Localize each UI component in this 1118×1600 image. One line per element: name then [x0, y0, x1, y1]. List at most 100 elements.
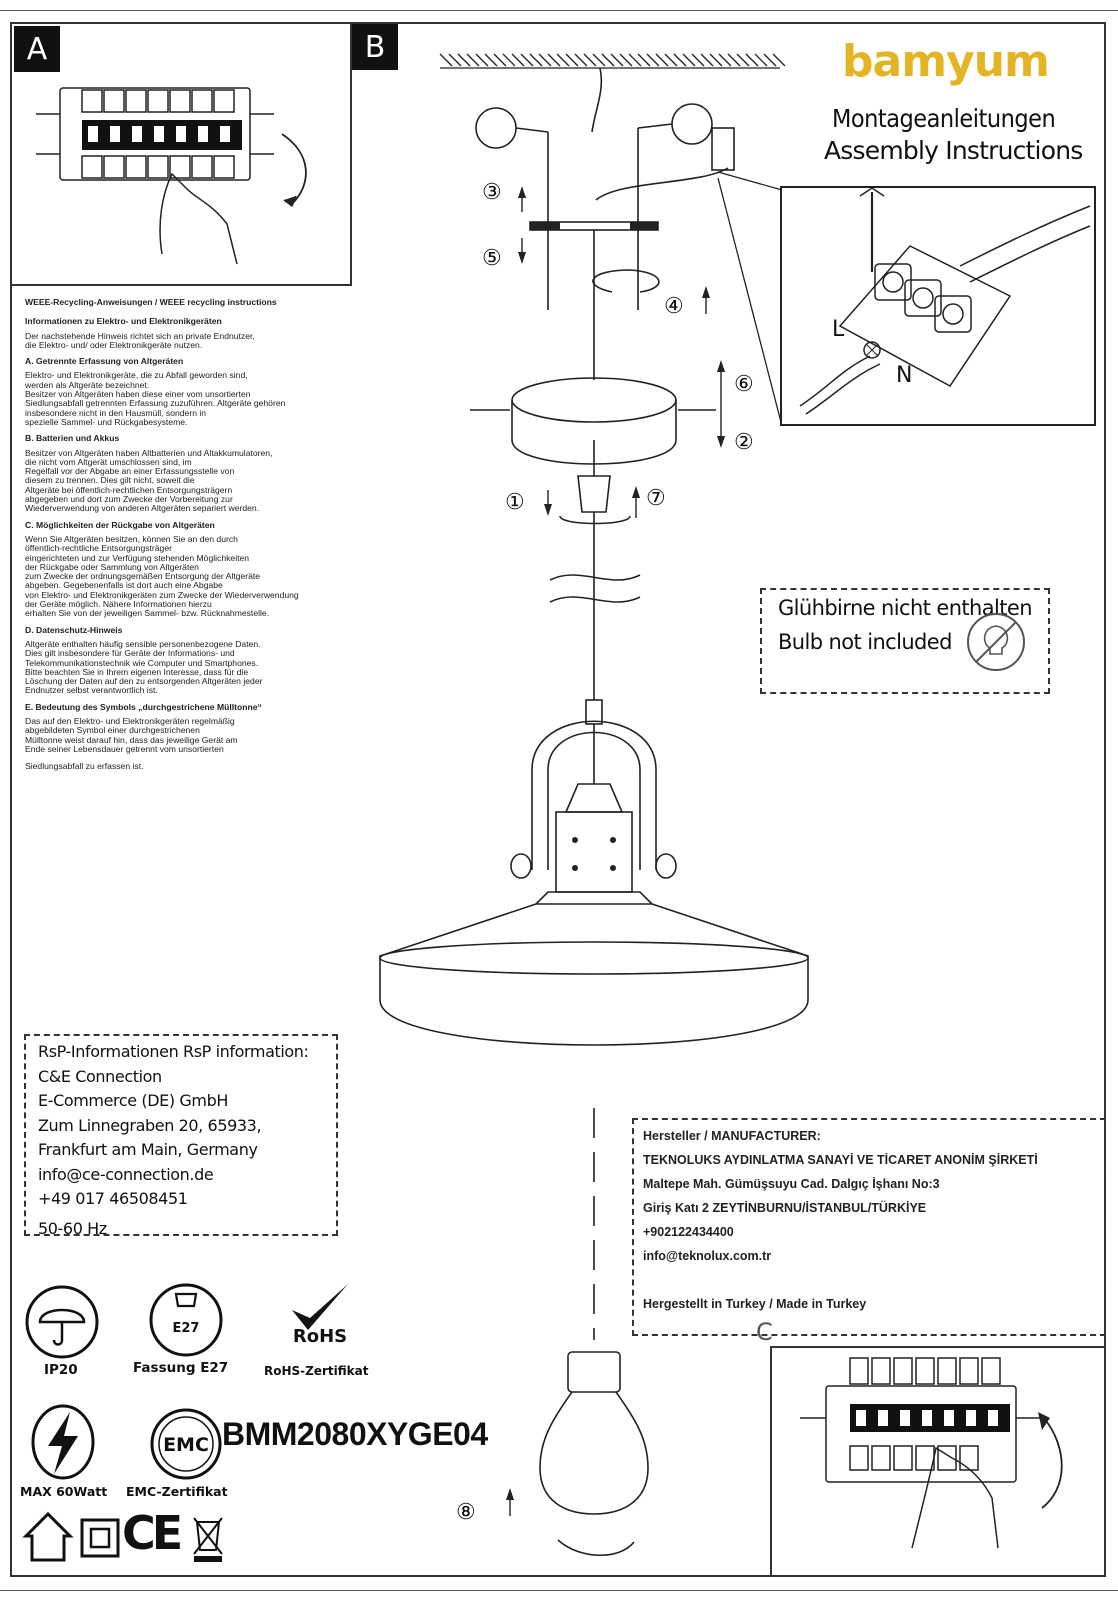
- wiring-terminal-detail: L N: [780, 186, 1096, 426]
- indoor-house-icon: [22, 1511, 74, 1562]
- rsp-info-box: RsP-Informationen RsP information: C&E C…: [24, 1034, 338, 1238]
- step-4-label: ④: [664, 294, 684, 319]
- rohs-label: RoHS-Zertifikat: [264, 1364, 369, 1378]
- rohs-check-icon: RoHS: [292, 1284, 348, 1344]
- rsp-line-4: Zum Linnegraben 20, 65933,: [38, 1115, 262, 1135]
- hatch-stroke: [529, 53, 543, 67]
- emc-label: EMC-Zertifikat: [126, 1484, 228, 1499]
- hatch-stroke: [664, 53, 678, 67]
- step-1-label: ①: [505, 490, 525, 515]
- hatch-stroke: [673, 53, 687, 67]
- emc-icon: EMC: [150, 1408, 222, 1480]
- e27-inner-text: E27: [173, 1321, 200, 1336]
- weee-heading-a: A. Getrennte Erfassung von Altgeräten: [25, 356, 184, 367]
- bulb-notice-german: Glühbirne nicht enthalten: [778, 596, 1033, 620]
- hatch-stroke: [565, 53, 579, 67]
- weee-title: WEEE-Recycling-Anweisungen / WEEE recycl…: [25, 297, 277, 307]
- hatch-stroke: [592, 53, 606, 67]
- panel-b-letter: B: [352, 24, 398, 70]
- step-3-label: ③: [482, 180, 502, 205]
- hatch-stroke: [619, 53, 633, 67]
- crossed-bin-icon: [193, 1517, 223, 1562]
- weee-subtitle: Informationen zu Elektro- und Elektronik…: [25, 316, 222, 327]
- hatch-stroke: [556, 53, 570, 67]
- hatch-stroke: [466, 53, 480, 67]
- brand-logo: bamyum: [842, 36, 1050, 87]
- weee-text-c: Wenn Sie Altgeräten besitzen, können Sie…: [25, 533, 299, 619]
- hatch-stroke: [475, 53, 489, 67]
- weee-heading-c: C. Möglichkeiten der Rückgabe von Altger…: [25, 519, 215, 530]
- weee-text-e2: Siedlungsabfall zu erfassen ist.: [25, 761, 144, 772]
- ce-mark: CE: [122, 1506, 183, 1560]
- step-8-label: ⑧: [456, 1500, 476, 1525]
- weee-heading-d: D. Datenschutz-Hinweis: [25, 624, 123, 635]
- rsp-line-7: +49 017 46508451: [38, 1189, 188, 1208]
- rohs-mark-text: RoHS: [293, 1326, 347, 1344]
- manufacturer-line-1: Hersteller / MANUFACTURER:: [643, 1129, 821, 1143]
- ip20-umbrella-icon: [25, 1285, 99, 1359]
- step-7-label: ⑦: [646, 486, 666, 511]
- hatch-stroke: [745, 53, 759, 67]
- hatch-stroke: [709, 53, 723, 67]
- manufacturer-line-6: info@teknolux.com.tr: [643, 1249, 772, 1263]
- model-number: BMM2080XYGE04: [222, 1416, 488, 1452]
- breaker-hand-illustration: [36, 87, 307, 265]
- max-watt-label: MAX 60Watt: [20, 1484, 108, 1499]
- hatch-stroke: [754, 53, 768, 67]
- no-bulb-icon: [967, 613, 1025, 671]
- e27-label: Fassung E27: [133, 1360, 229, 1376]
- hatch-stroke: [484, 53, 498, 67]
- step-6-label: ⑥: [734, 372, 754, 397]
- hatch-stroke: [547, 53, 561, 67]
- hatch-stroke: [682, 53, 696, 67]
- ceiling-hatch: [439, 53, 786, 69]
- hatch-stroke: [718, 53, 732, 67]
- weee-text-a: Elektro- und Elektronikgeräte, die zu Ab…: [25, 370, 286, 427]
- ip20-label: IP20: [44, 1362, 78, 1378]
- panel-c-breaker-on: C: [756, 1318, 1106, 1577]
- weee-text-b: Besitzer von Altgeräten haben Altbatteri…: [25, 447, 273, 514]
- lightning-watt-icon: [31, 1404, 95, 1480]
- hatch-stroke: [727, 53, 741, 67]
- breaker-hand-illustration-c: [800, 1357, 1063, 1549]
- rsp-line-5: Frankfurt am Main, Germany: [38, 1140, 258, 1159]
- hatch-stroke: [646, 53, 660, 67]
- weee-heading-b: B. Batterien und Akkus: [25, 433, 120, 444]
- hatch-stroke: [763, 53, 777, 67]
- hatch-stroke: [583, 53, 597, 67]
- bottom-rule: [0, 1590, 1118, 1591]
- weee-intro: Der nachstehende Hinweis richtet sich an…: [25, 330, 255, 350]
- step-2-label: ②: [734, 430, 754, 455]
- hatch-stroke: [538, 53, 552, 67]
- manufacturer-line-5: +902122434400: [643, 1225, 734, 1239]
- hatch-stroke: [691, 53, 705, 67]
- hatch-stroke: [493, 53, 507, 67]
- hatch-stroke: [448, 53, 462, 67]
- page-frame: [10, 22, 1106, 1577]
- weee-instructions: WEEE-Recycling-Anweisungen / WEEE recycl…: [25, 297, 445, 772]
- wire-live-label: L: [832, 317, 845, 342]
- hatch-stroke: [700, 53, 714, 67]
- panel-c-letter: C: [756, 1318, 773, 1346]
- manufacturer-line-3: Maltepe Mah. Gümüşsuyu Cad. Dalgıç İşhan…: [643, 1177, 940, 1191]
- hatch-stroke: [610, 53, 624, 67]
- manufacturer-box: Hersteller / MANUFACTURER: TEKNOLUKS AYD…: [632, 1118, 1106, 1336]
- top-rule: [0, 10, 1118, 11]
- e27-socket-icon: E27: [149, 1283, 223, 1357]
- hatch-stroke: [439, 53, 453, 67]
- weee-heading-e: E. Bedeutung des Symbols „durchgestriche…: [25, 701, 262, 712]
- hatch-stroke: [502, 53, 516, 67]
- screw-detail-left: [475, 107, 517, 149]
- manufacturer-line-7: Hergestellt in Turkey / Made in Turkey: [643, 1297, 867, 1311]
- hatch-stroke: [601, 53, 615, 67]
- rsp-line-8: 50-60 Hz: [38, 1218, 107, 1238]
- detail-callout-lines: [717, 171, 783, 427]
- rsp-line-1: RsP-Informationen RsP information:: [38, 1042, 309, 1061]
- title-german: Montageanleitungen: [832, 104, 1056, 133]
- title-english: Assembly Instructions: [824, 136, 1083, 165]
- hatch-stroke: [574, 53, 588, 67]
- weee-text-d: Altgeräte enthalten häufig sensible pers…: [25, 638, 263, 696]
- rsp-line-2: C&E Connection: [38, 1066, 162, 1086]
- hatch-stroke: [772, 53, 786, 67]
- hatch-stroke: [736, 53, 750, 67]
